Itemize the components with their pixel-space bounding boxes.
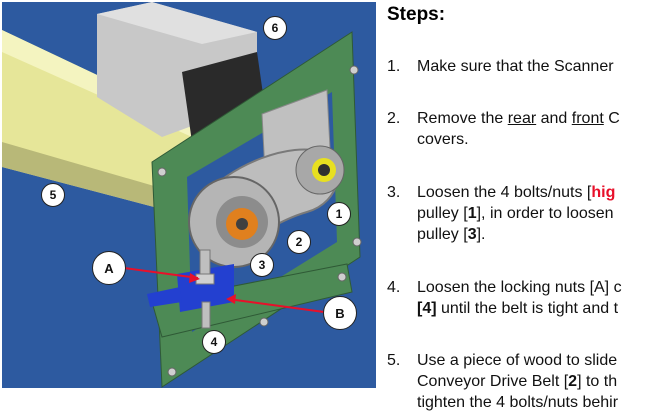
step-number: 1.: [387, 58, 401, 75]
front-cover-term: front: [571, 110, 604, 127]
arrow-b-head: [226, 294, 236, 304]
callout-2: 2: [287, 230, 311, 254]
step-number: 3.: [387, 184, 401, 201]
step-text: Remove the rear and front C: [417, 110, 620, 127]
callout-a: A: [92, 251, 126, 285]
callout-5: 5: [41, 183, 65, 207]
motor-top: [97, 2, 257, 44]
steps-title: Steps:: [387, 4, 446, 25]
callout-1: 1: [327, 202, 351, 226]
step-text-line3: tighten the 4 bolts/nuts behir: [417, 394, 619, 411]
frame-bolt: [352, 237, 362, 247]
conveyor-drive-figure: 6 5 1 2 3 4 A B: [2, 2, 376, 388]
frame-bolt: [167, 367, 177, 377]
step-text-line2: Conveyor Drive Belt [2] to th: [417, 373, 618, 390]
callout-6: 6: [263, 16, 287, 40]
step-number: 5.: [387, 352, 401, 369]
step-text-line2: [4] until the belt is tight and t: [417, 300, 619, 317]
step-text: Use a piece of wood to slide: [417, 352, 618, 369]
callout-4: 4: [202, 330, 226, 354]
step-text: Make sure that the Scanner: [417, 58, 614, 75]
steps-panel: Steps: 1. Make sure that the Scanner 2. …: [387, 0, 652, 418]
step-text: Loosen the 4 bolts/nuts [hig: [417, 184, 616, 201]
arrow-b-line: [227, 298, 325, 313]
callout-3: 3: [250, 253, 274, 277]
drive-pulley-hub: [236, 218, 248, 230]
frame-bolt: [349, 65, 359, 75]
motor-pulley-hub: [318, 164, 330, 176]
roller-shadow: [2, 142, 192, 217]
arrow-a-line: [123, 267, 199, 279]
step-number: 4.: [387, 279, 401, 296]
frame-bolt: [337, 272, 347, 282]
highlight-text: hig: [591, 184, 616, 201]
step-text-line3: pulley [3].: [417, 226, 486, 243]
tension-bolt-bottom: [201, 301, 211, 329]
callout-b: B: [323, 296, 357, 330]
step-text: Loosen the locking nuts [A] c: [417, 279, 622, 296]
frame-bolt: [157, 167, 167, 177]
frame-bolt: [259, 317, 269, 327]
conveyor-drive-illustration: [2, 2, 362, 388]
tensioner-tab: [147, 287, 182, 307]
arrow-a-head: [189, 273, 200, 283]
rear-cover-term: rear: [507, 110, 537, 127]
step-text-line2: pulley [1], in order to loosen: [417, 205, 614, 222]
step-text-line2: covers.: [417, 131, 469, 148]
step-number: 2.: [387, 110, 401, 127]
